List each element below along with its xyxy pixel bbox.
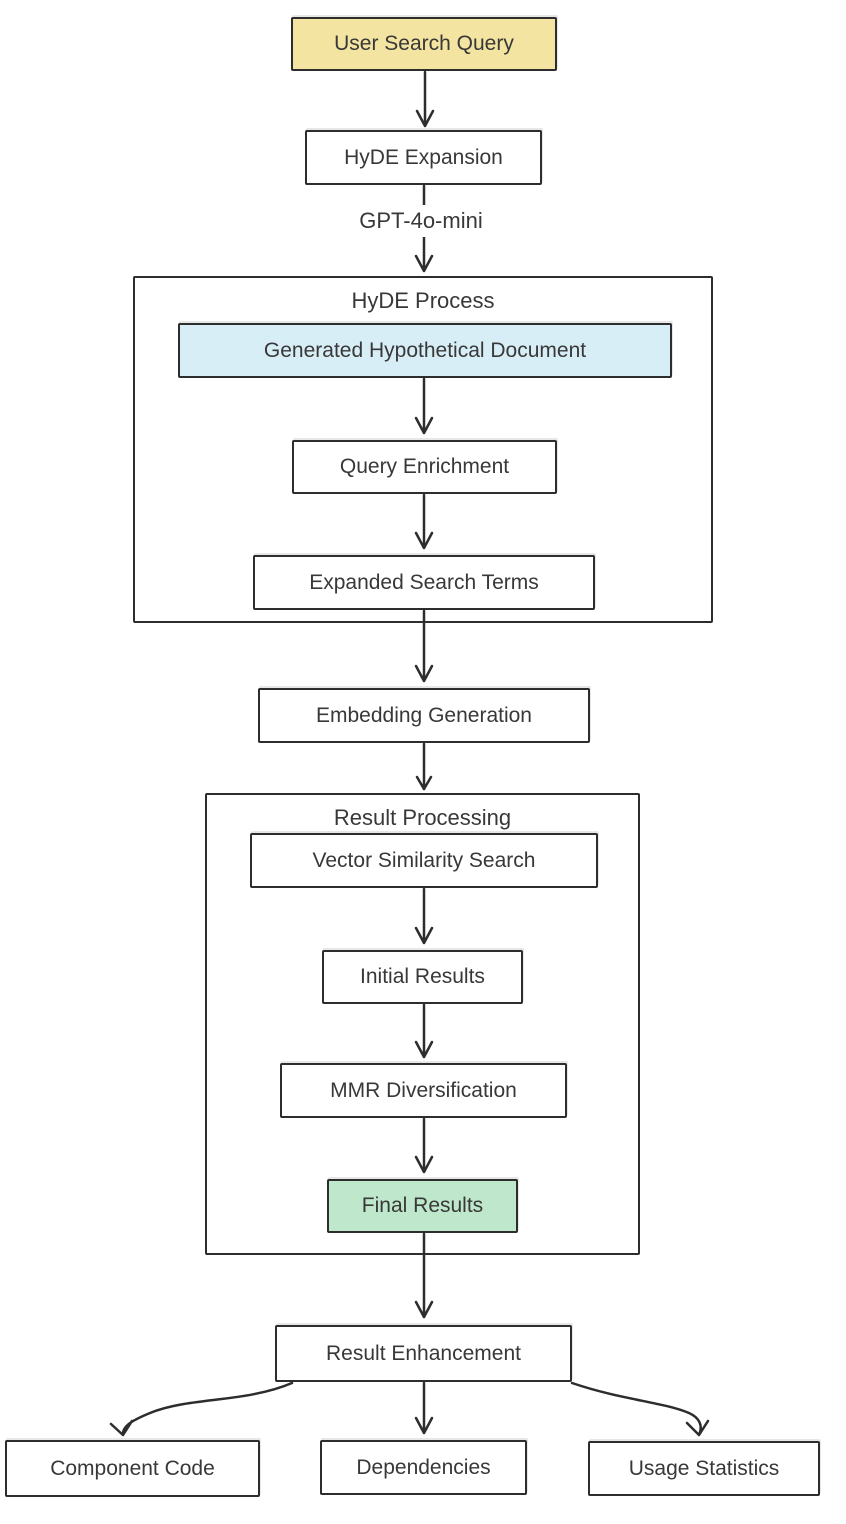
- node-embedding-generation: Embedding Generation: [258, 688, 590, 743]
- arrow-enhancement-to-component-code: [109, 1381, 294, 1437]
- arrow-enhancement-to-dependencies: [414, 1381, 434, 1435]
- node-final-results: Final Results: [327, 1179, 518, 1233]
- node-usage-statistics: Usage Statistics: [588, 1441, 820, 1496]
- arrow-enhancement-to-usage-statistics: [570, 1381, 710, 1437]
- edge-label-gpt-4o-mini: GPT-4o-mini: [345, 205, 497, 237]
- arrow-embedding-to-processing: [415, 742, 433, 791]
- node-mmr-diversification: MMR Diversification: [280, 1063, 567, 1118]
- node-initial-results: Initial Results: [322, 950, 523, 1004]
- node-dependencies: Dependencies: [320, 1440, 527, 1495]
- node-component-code: Component Code: [5, 1440, 260, 1497]
- node-result-enhancement: Result Enhancement: [275, 1325, 572, 1382]
- node-expanded-search-terms: Expanded Search Terms: [253, 555, 595, 610]
- node-hyde-expansion: HyDE Expansion: [305, 130, 542, 185]
- node-vector-similarity-search: Vector Similarity Search: [250, 833, 598, 888]
- arrow-query-to-expansion: [415, 70, 435, 128]
- node-generated-hypothetical-document: Generated Hypothetical Document: [178, 323, 672, 378]
- node-query-enrichment: Query Enrichment: [292, 440, 557, 494]
- node-user-search-query: User Search Query: [291, 17, 557, 71]
